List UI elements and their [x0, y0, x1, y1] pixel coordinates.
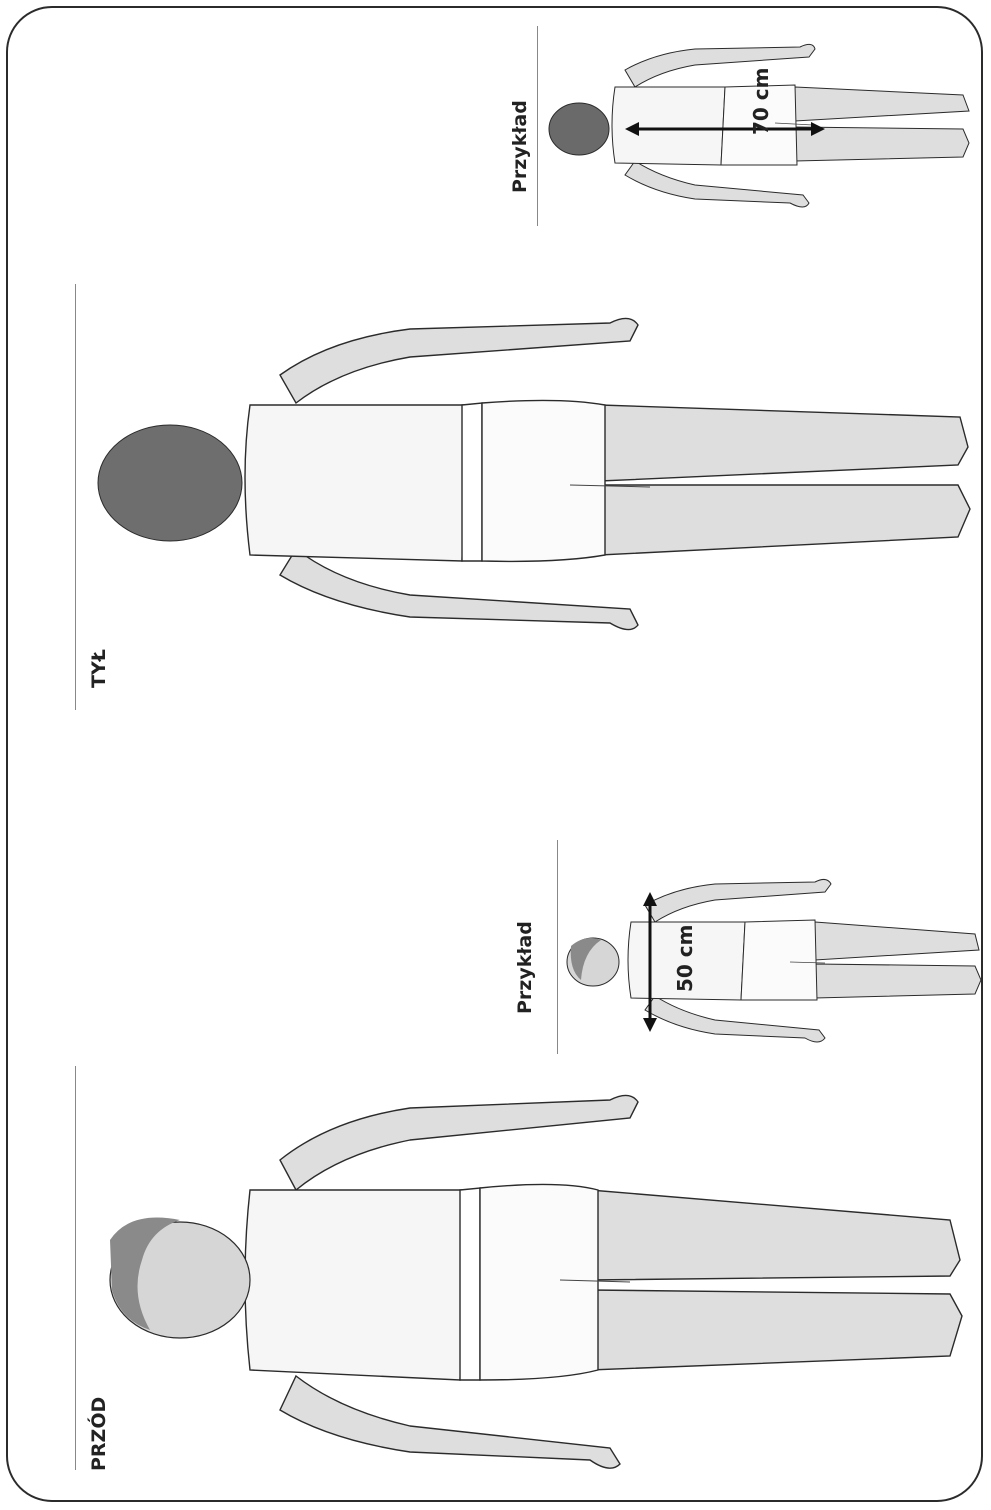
front-example-rule [557, 840, 558, 1054]
back-label: TYŁ [88, 644, 110, 688]
front-example-label: Przykład [514, 918, 536, 1014]
front-body-illustration [90, 1080, 970, 1480]
front-rule [75, 1066, 76, 1470]
front-measurement-label: 50 cm [673, 926, 697, 992]
back-body-illustration [90, 305, 980, 645]
back-rule [75, 284, 76, 710]
back-measurement-label: 70 cm [749, 69, 773, 135]
back-example-label: Przykład [509, 97, 531, 193]
back-example-rule [537, 26, 538, 226]
front-example-illustration [565, 870, 985, 1060]
